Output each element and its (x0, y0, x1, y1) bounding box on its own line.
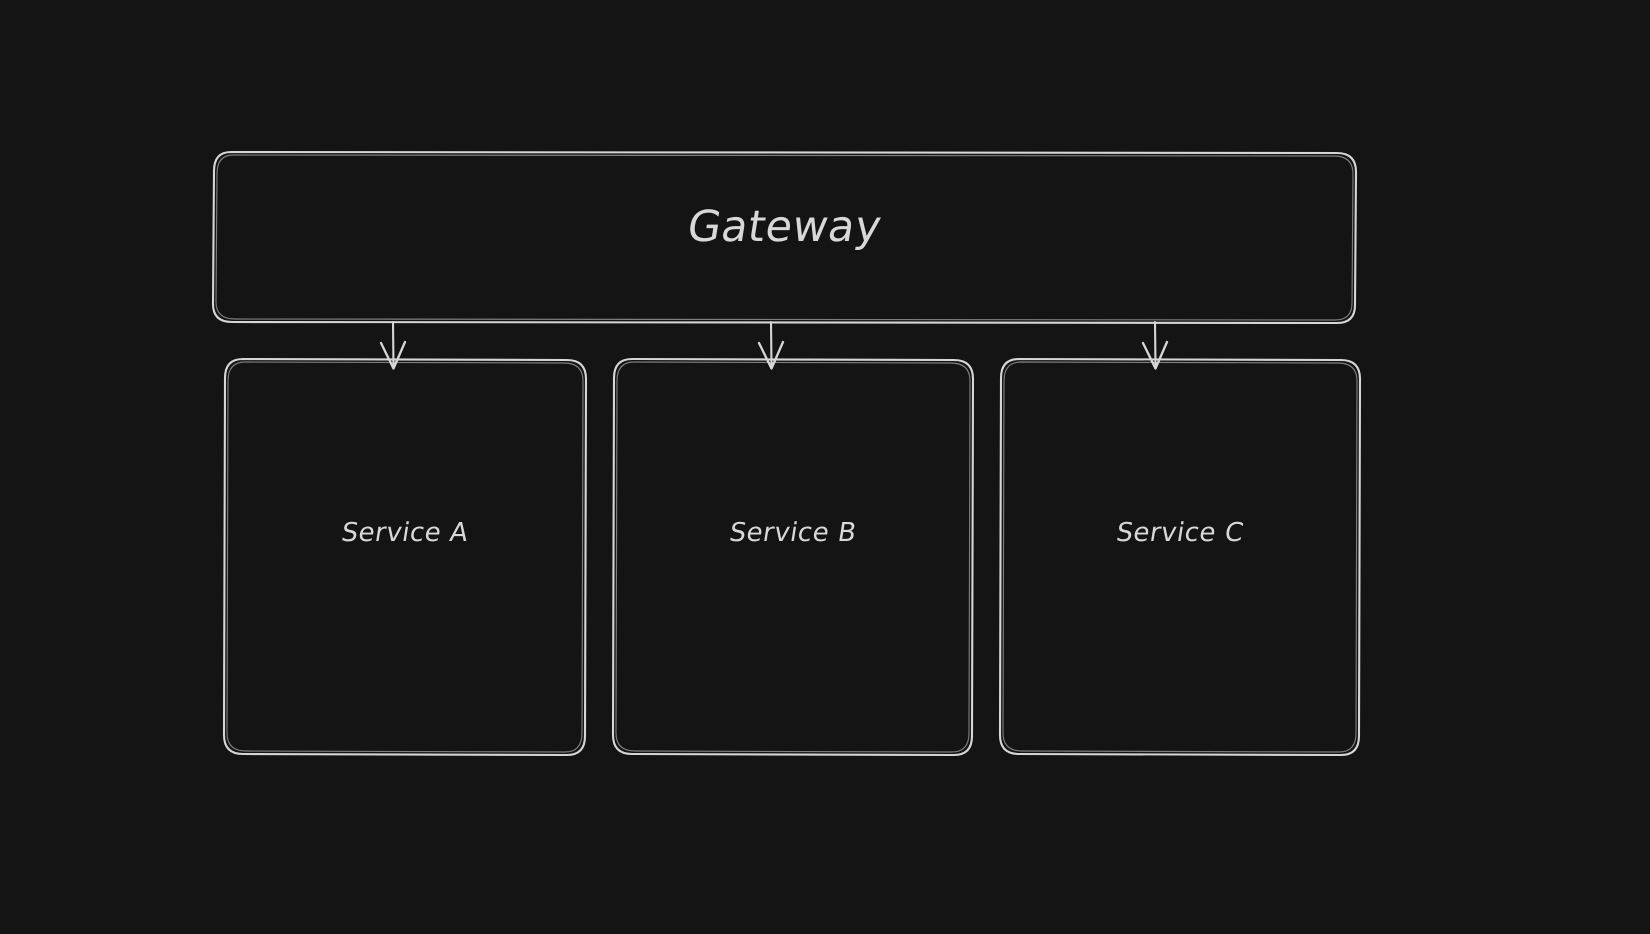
node-service-b-shape[interactable] (611, 357, 975, 757)
node-service-c-label: Service C (1114, 518, 1246, 548)
edge-gateway-to-service-a[interactable] (379, 320, 407, 370)
node-gateway-label: Gateway (683, 202, 886, 252)
edge-gateway-to-service-c[interactable] (1141, 320, 1169, 370)
node-service-a-label: Service A (339, 518, 471, 548)
node-service-b-label: Service B (727, 518, 859, 548)
node-service-a-shape[interactable] (222, 357, 588, 757)
node-service-c-shape[interactable] (998, 357, 1362, 757)
node-gateway-shape[interactable] (211, 150, 1358, 325)
edge-gateway-to-service-b[interactable] (757, 320, 785, 370)
